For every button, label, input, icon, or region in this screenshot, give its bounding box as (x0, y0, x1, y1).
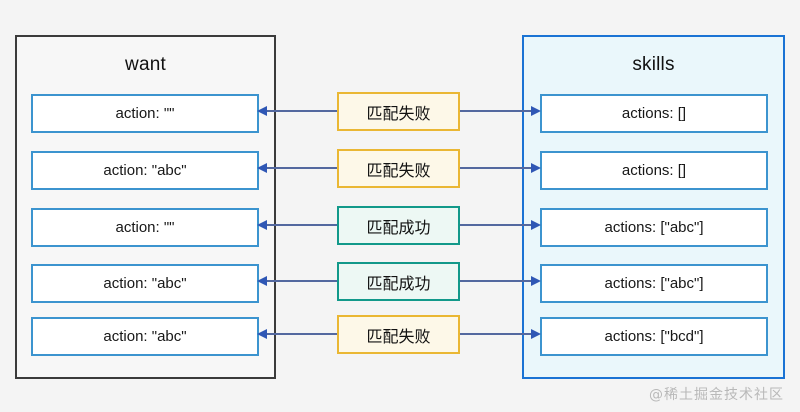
skills-item-2: actions: ["abc"] (540, 208, 768, 247)
match-result-2: 匹配成功 (337, 206, 460, 245)
want-item-2: action: "" (31, 208, 259, 247)
connector-line-right-0 (460, 110, 532, 112)
watermark: @稀土掘金技术社区 (649, 387, 784, 403)
connector-line-left-0 (266, 110, 337, 112)
skills-item-3: actions: ["abc"] (540, 264, 768, 303)
want-item-3: action: "abc" (31, 264, 259, 303)
arrowhead-left-2-icon (257, 220, 267, 230)
skills-item-0: actions: [] (540, 94, 768, 133)
arrowhead-left-4-icon (257, 329, 267, 339)
match-result-3: 匹配成功 (337, 262, 460, 301)
arrowhead-left-1-icon (257, 163, 267, 173)
arrowhead-right-4-icon (531, 329, 541, 339)
skills-item-1: actions: [] (540, 151, 768, 190)
connector-line-right-2 (460, 224, 532, 226)
connector-line-left-1 (266, 167, 337, 169)
want-item-1: action: "abc" (31, 151, 259, 190)
arrowhead-right-0-icon (531, 106, 541, 116)
skills-item-4: actions: ["bcd"] (540, 317, 768, 356)
arrowhead-left-0-icon (257, 106, 267, 116)
want-panel: want action: "" action: "abc" action: ""… (15, 35, 276, 379)
skills-panel: skills actions: [] actions: [] actions: … (522, 35, 785, 379)
match-result-1: 匹配失败 (337, 149, 460, 188)
want-item-4: action: "abc" (31, 317, 259, 356)
connector-line-left-4 (266, 333, 337, 335)
match-result-0: 匹配失败 (337, 92, 460, 131)
arrowhead-right-1-icon (531, 163, 541, 173)
arrowhead-right-3-icon (531, 276, 541, 286)
connector-line-right-4 (460, 333, 532, 335)
arrowhead-left-3-icon (257, 276, 267, 286)
arrowhead-right-2-icon (531, 220, 541, 230)
skills-panel-title: skills (632, 54, 675, 75)
connector-line-right-1 (460, 167, 532, 169)
connector-line-left-2 (266, 224, 337, 226)
match-result-4: 匹配失败 (337, 315, 460, 354)
want-panel-title: want (125, 54, 166, 75)
want-item-0: action: "" (31, 94, 259, 133)
connector-line-left-3 (266, 280, 337, 282)
connector-line-right-3 (460, 280, 532, 282)
